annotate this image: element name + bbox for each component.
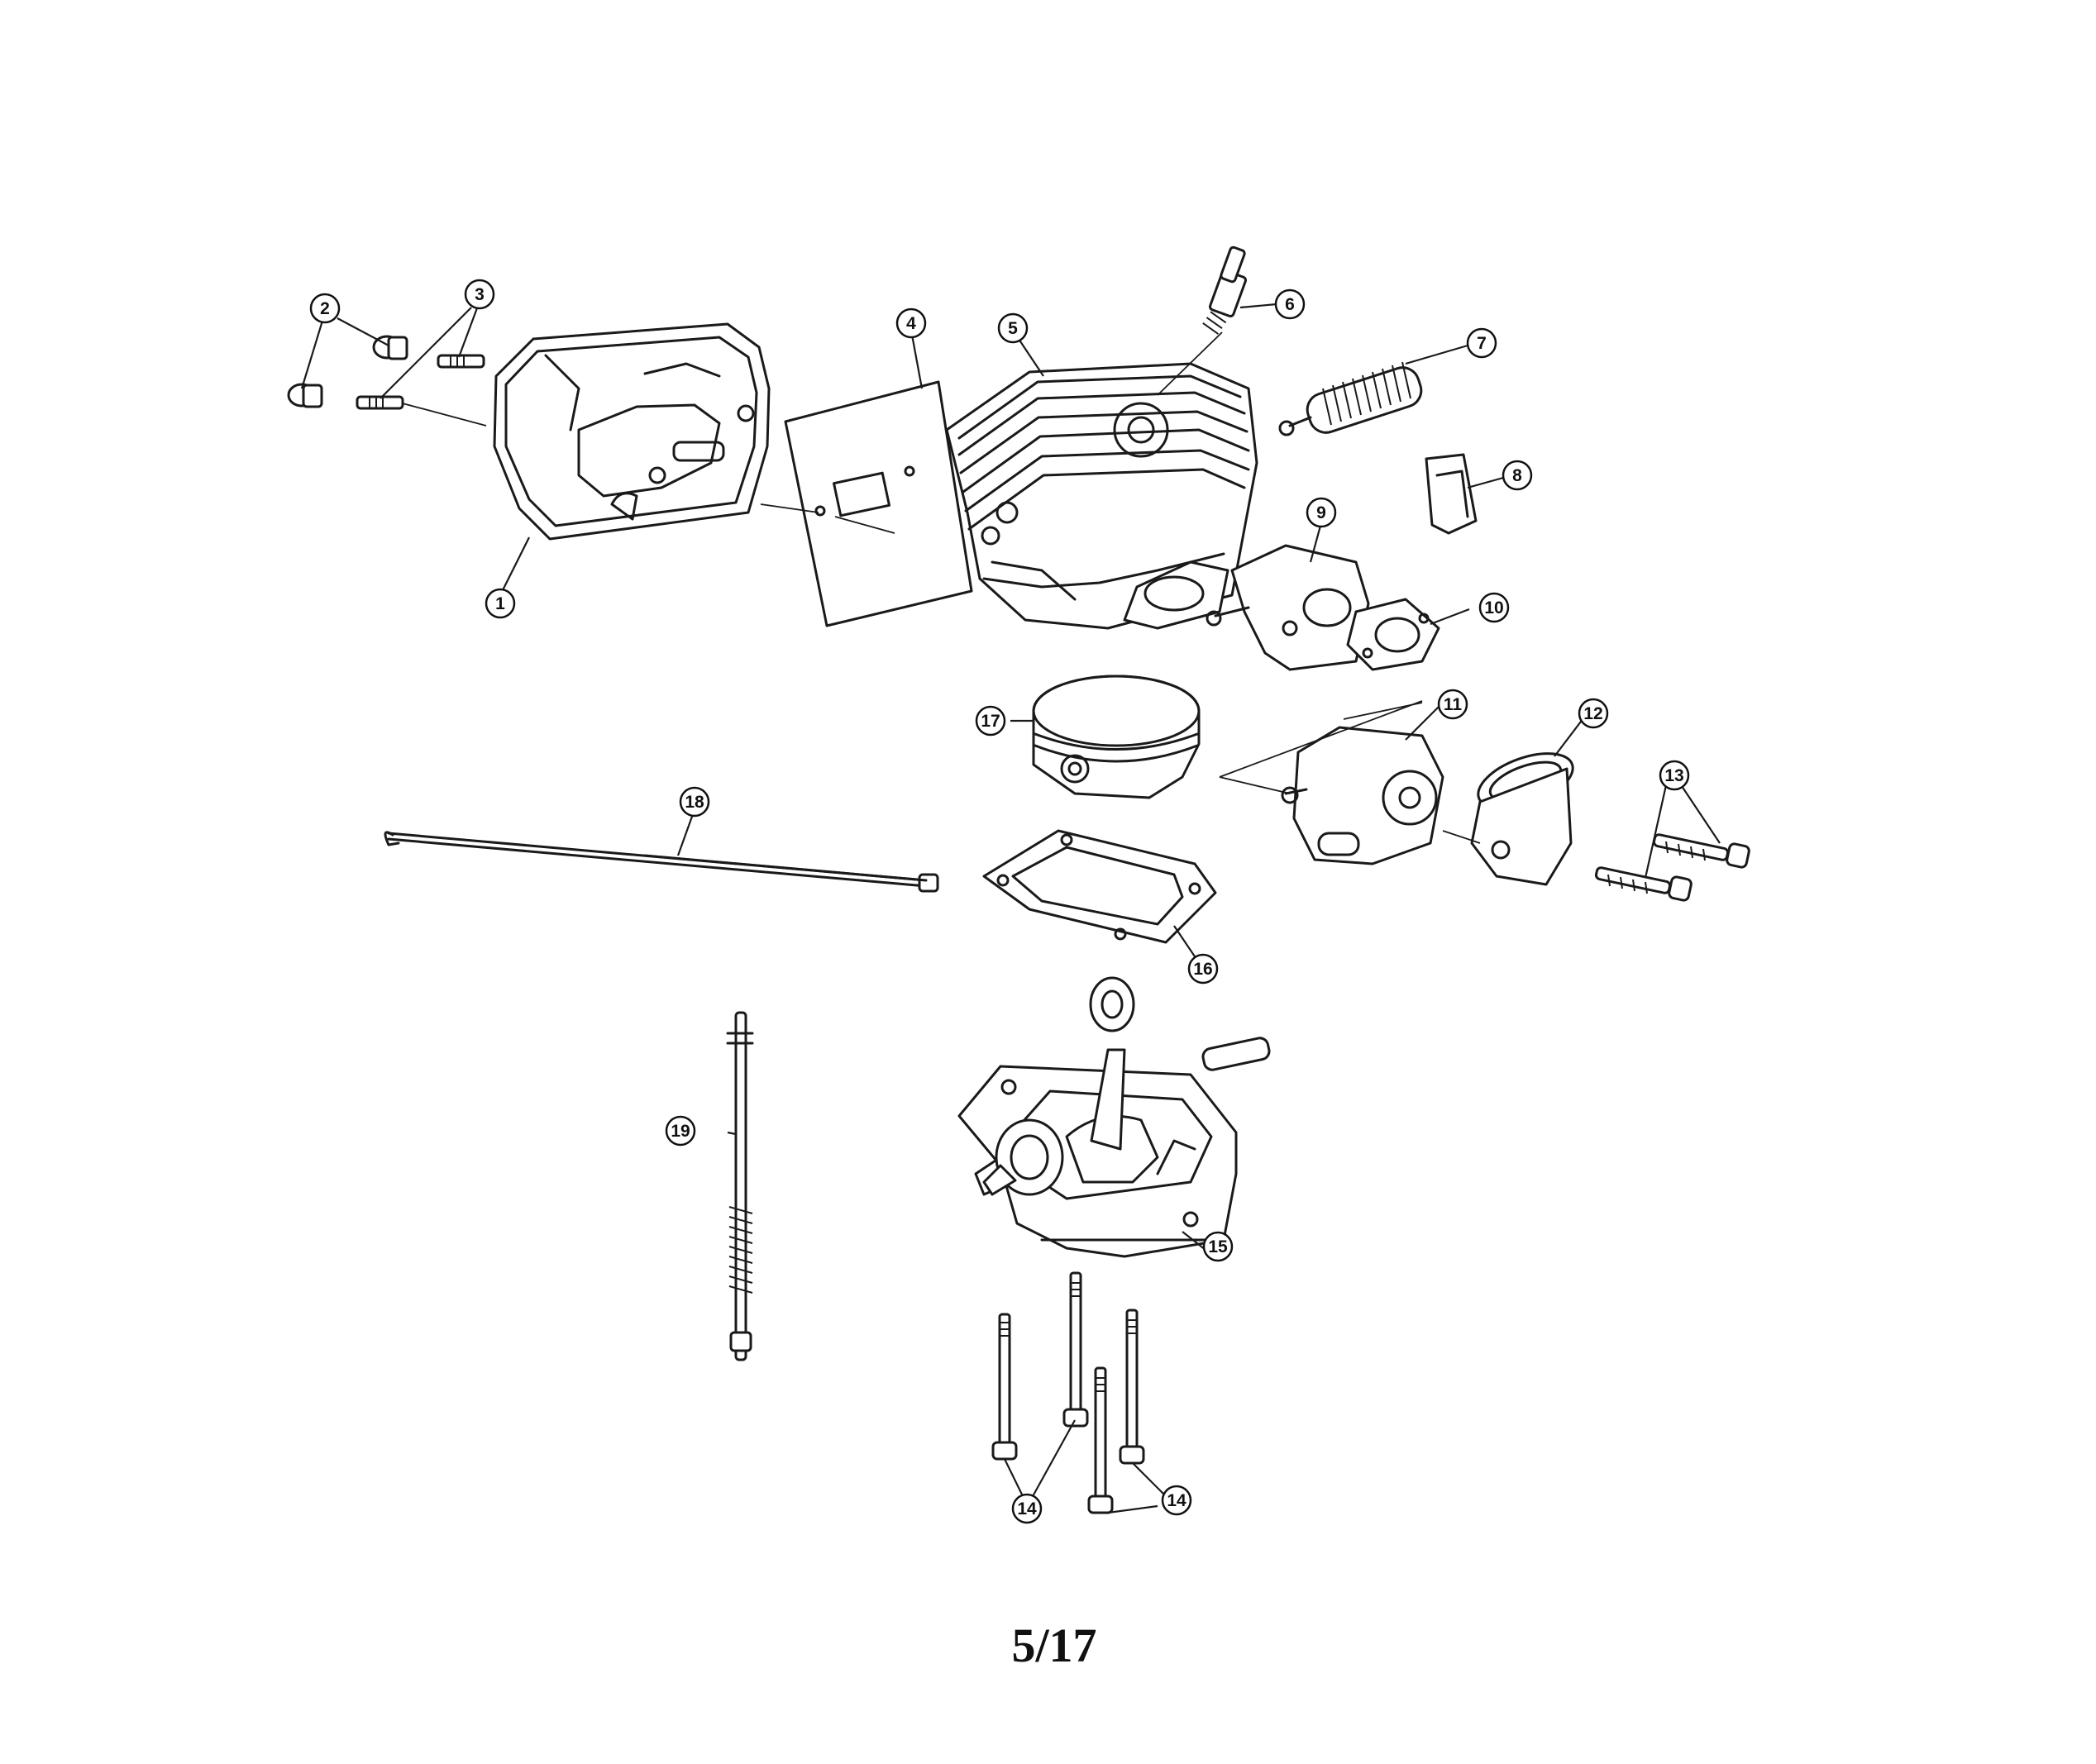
svg-text:15: 15 — [1208, 1237, 1228, 1256]
callouts: 1 2 3 4 5 6 7 8 9 10 11 12 13 14 14 15 1… — [309, 279, 1690, 1524]
svg-text:13: 13 — [1664, 766, 1683, 785]
callout-14-right: 14 — [1161, 1485, 1192, 1516]
callout-8: 8 — [1502, 460, 1533, 491]
callout-17: 17 — [975, 705, 1006, 737]
clip-part — [1425, 453, 1478, 535]
callout-13: 13 — [1659, 760, 1690, 791]
svg-text:1: 1 — [495, 594, 505, 613]
callout-14-left: 14 — [1011, 1493, 1043, 1524]
intake-manifold-part — [1206, 544, 1370, 671]
callout-6: 6 — [1274, 288, 1306, 320]
callout-7: 7 — [1466, 327, 1497, 359]
callout-4: 4 — [895, 308, 927, 339]
svg-text:5: 5 — [1008, 319, 1018, 338]
callout-18: 18 — [679, 786, 710, 818]
callout-3: 3 — [464, 279, 495, 310]
callout-10: 10 — [1478, 592, 1510, 623]
callout-16: 16 — [1187, 953, 1219, 985]
bolts-part — [991, 1271, 1145, 1514]
svg-text:14: 14 — [1017, 1499, 1037, 1518]
svg-text:11: 11 — [1444, 695, 1463, 714]
shaft-part — [726, 1011, 754, 1361]
svg-text:18: 18 — [685, 793, 704, 812]
spark-plug-part — [1157, 246, 1248, 396]
piston-part — [1032, 675, 1201, 799]
callout-19: 19 — [665, 1115, 696, 1147]
muffler-gasket-part — [760, 380, 973, 627]
svg-text:10: 10 — [1484, 598, 1503, 617]
callout-1: 1 — [485, 588, 516, 619]
intake-gasket-part — [1346, 598, 1440, 671]
callout-11: 11 — [1437, 689, 1468, 720]
svg-text:8: 8 — [1512, 466, 1522, 485]
page-number: 5/17 — [1011, 1619, 1096, 1672]
control-rod-part — [384, 831, 939, 893]
carburetor-part — [1219, 700, 1444, 865]
svg-text:9: 9 — [1316, 503, 1326, 522]
spring-part — [1278, 361, 1423, 436]
callout-5: 5 — [997, 312, 1029, 344]
stud-part — [356, 354, 487, 427]
svg-text:3: 3 — [475, 285, 485, 304]
callout-2: 2 — [309, 293, 341, 324]
svg-text:19: 19 — [671, 1122, 690, 1141]
svg-text:14: 14 — [1167, 1491, 1186, 1510]
muffler-part — [493, 322, 771, 541]
svg-text:12: 12 — [1583, 704, 1602, 723]
callout-15: 15 — [1202, 1231, 1234, 1262]
svg-text:4: 4 — [906, 314, 916, 333]
callout-12: 12 — [1578, 698, 1609, 729]
svg-text:6: 6 — [1285, 295, 1295, 314]
air-adapter-part — [1442, 752, 1574, 886]
crankcase-part — [957, 976, 1271, 1258]
svg-text:7: 7 — [1477, 334, 1487, 353]
svg-text:16: 16 — [1193, 960, 1212, 979]
callout-9: 9 — [1306, 497, 1337, 528]
cylinder-part — [945, 362, 1258, 630]
base-gasket-part — [982, 829, 1217, 944]
screw-part — [1594, 833, 1750, 902]
svg-text:17: 17 — [981, 712, 1000, 731]
svg-text:2: 2 — [320, 299, 330, 318]
